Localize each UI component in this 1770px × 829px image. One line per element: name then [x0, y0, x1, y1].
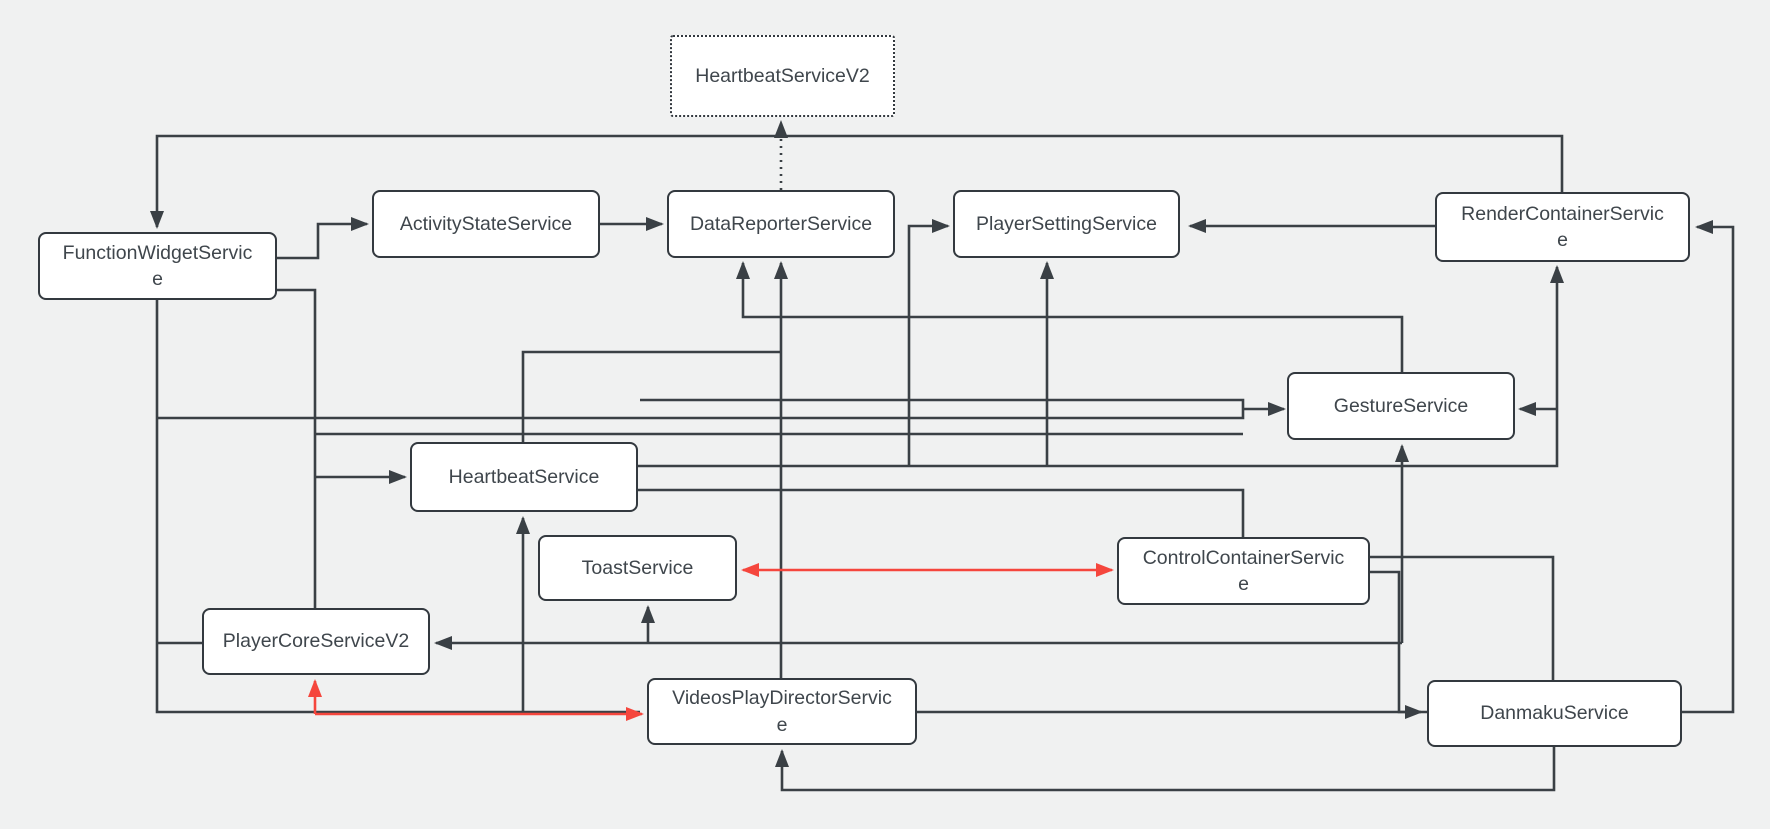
node-label-player-setting-service: PlayerSettingService	[975, 212, 1157, 235]
edge-control-container-to-danmaku-top	[1370, 555, 1555, 680]
edge-heartbeat-to-render-container-bottom	[638, 265, 1564, 468]
edge-bus-notch-gesture	[158, 398, 1245, 420]
node-label-heartbeat-service: HeartbeatService	[448, 465, 600, 488]
edge-render-container-to-function-widget	[150, 134, 1564, 229]
edge-danmaku-to-videos-play-bottom	[775, 747, 1556, 792]
edge-bus-to-player-setting-left	[907, 219, 950, 466]
edge-videos-play-to-render-container-right	[917, 220, 1735, 714]
node-label-toast-service: ToastService	[581, 556, 694, 579]
edge-function-widget-down-bus	[277, 288, 317, 608]
node-data-reporter-service: DataReporterService	[667, 190, 895, 258]
node-label-data-reporter-service: DataReporterService	[689, 212, 873, 235]
node-heartbeat-service-v2: HeartbeatServiceV2	[670, 35, 895, 117]
node-label-activity-state-service: ActivityStateService	[399, 212, 573, 235]
edge-function-widget-to-activity-state	[277, 217, 369, 260]
node-label-danmaku-service: DanmakuService	[1480, 702, 1629, 725]
node-label-heartbeat-service-v2: HeartbeatServiceV2	[695, 64, 870, 87]
edge-gesture-to-data-reporter	[736, 261, 1404, 372]
node-activity-state-service: ActivityStateService	[372, 190, 600, 258]
node-gesture-service: GestureService	[1287, 372, 1515, 440]
node-label-gesture-service: GestureService	[1333, 394, 1469, 417]
edge-function-widget-bottom-bus	[155, 300, 640, 714]
node-player-core-service-v2: PlayerCoreServiceV2	[202, 608, 430, 675]
edge-drop-to-heartbeat-top	[521, 350, 781, 442]
node-toast-service: ToastService	[538, 535, 737, 601]
node-player-setting-service: PlayerSettingService	[953, 190, 1180, 258]
node-danmaku-service: DanmakuService	[1427, 680, 1682, 747]
node-heartbeat-service: HeartbeatService	[410, 442, 638, 512]
edge-heartbeat-to-control-container-top	[638, 488, 1245, 537]
node-label-player-core-service-v2: PlayerCoreServiceV2	[222, 630, 410, 653]
